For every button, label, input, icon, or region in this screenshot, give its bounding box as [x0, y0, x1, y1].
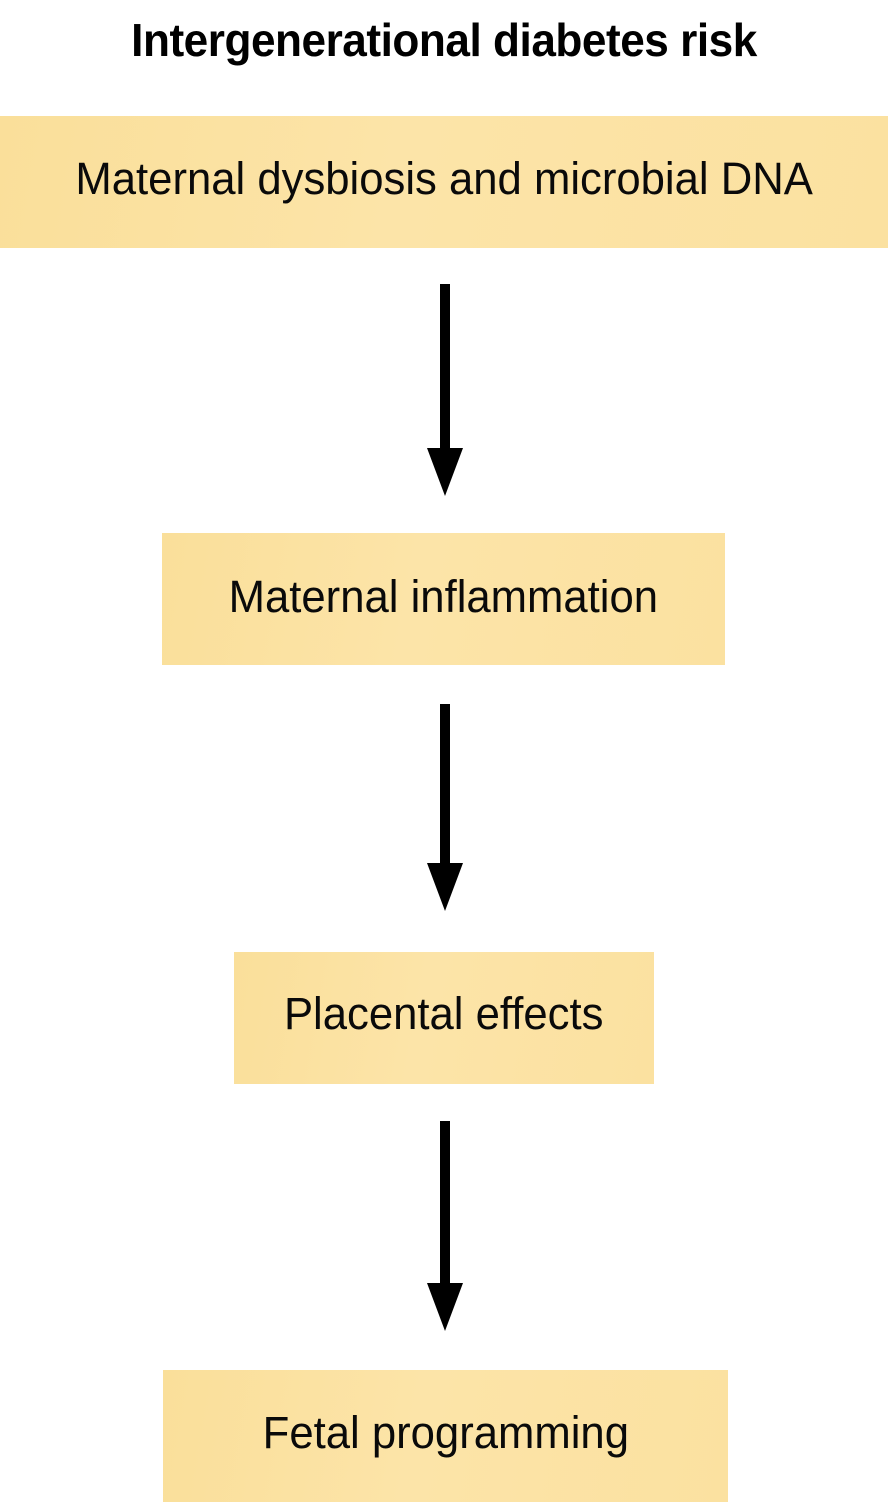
- flow-node-label: Maternal inflammation: [228, 571, 659, 622]
- flow-node-label: Maternal dysbiosis and microbial DNA: [75, 153, 813, 204]
- flow-arrow-down-1: [427, 284, 463, 496]
- flow-node-label: Placental effects: [284, 988, 604, 1039]
- diagram-title: Intergenerational diabetes risk: [131, 14, 757, 66]
- flow-node-fetal-programming: Fetal programming: [163, 1370, 728, 1502]
- flow-arrow-down-3: [427, 1121, 463, 1331]
- flow-node-label: Fetal programming: [262, 1406, 629, 1458]
- flow-node-maternal-inflammation: Maternal inflammation: [162, 533, 725, 665]
- flow-node-maternal-dysbiosis: Maternal dysbiosis and microbial DNA: [0, 116, 888, 248]
- flow-node-placental-effects: Placental effects: [234, 952, 654, 1084]
- flow-arrow-down-2: [427, 704, 463, 911]
